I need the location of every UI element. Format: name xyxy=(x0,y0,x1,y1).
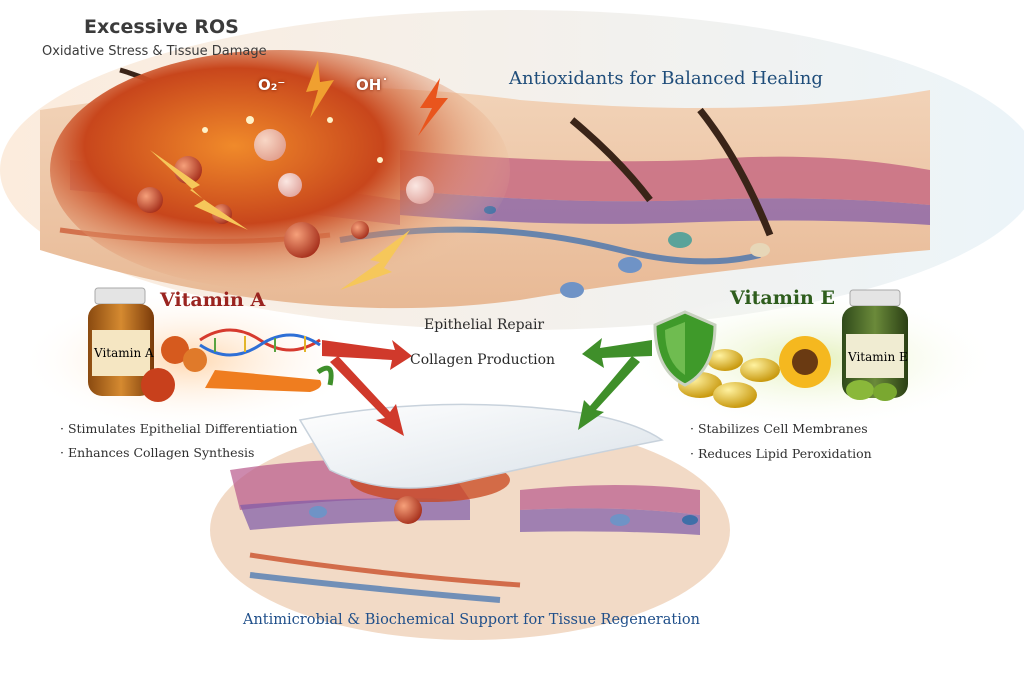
vitamin-e-capsules xyxy=(678,349,897,408)
antioxidants-title: Antioxidants for Balanced Healing xyxy=(509,68,823,89)
superoxide-label: O₂⁻ xyxy=(258,76,286,94)
vitamin-e-arrow xyxy=(578,338,652,430)
vitamin-a-jar: Vitamin A xyxy=(88,287,154,396)
footer-caption: Antimicrobial & Biochemical Support for … xyxy=(243,612,700,628)
center-label-collagen: Collagen Production xyxy=(410,352,556,368)
vitamin-e-jar: Vitamin E xyxy=(842,289,908,398)
vitamin-a-heading: Vitamin A xyxy=(160,289,266,311)
vitamin-e-jar-label: Vitamin E xyxy=(847,350,908,364)
vitamin-e-bullet: · Stabilizes Cell Membranes xyxy=(690,421,868,436)
vitamin-a-foods xyxy=(141,336,334,402)
vitamin-a-bullet: · Stimulates Epithelial Differentiation xyxy=(60,421,298,436)
ros-subtitle: Oxidative Stress & Tissue Damage xyxy=(42,44,267,59)
ros-title: Excessive ROS xyxy=(84,16,239,38)
ros-damage-region xyxy=(50,50,510,290)
vitamin-e-heading: Vitamin E xyxy=(730,287,835,309)
vitamin-a-jar-label: Vitamin A xyxy=(93,346,154,360)
vitamin-a-arrow xyxy=(322,340,412,436)
hydroxyl-label: OH˙ xyxy=(356,76,389,94)
vitamin-a-bullet: · Enhances Collagen Synthesis xyxy=(60,445,255,460)
center-label-epithelial: Epithelial Repair xyxy=(424,317,545,333)
vitamin-e-bullet: · Reduces Lipid Peroxidation xyxy=(690,446,872,461)
sunflower-icon xyxy=(779,336,831,388)
shield-icon xyxy=(653,310,717,387)
dna-helix-icon xyxy=(199,328,321,357)
